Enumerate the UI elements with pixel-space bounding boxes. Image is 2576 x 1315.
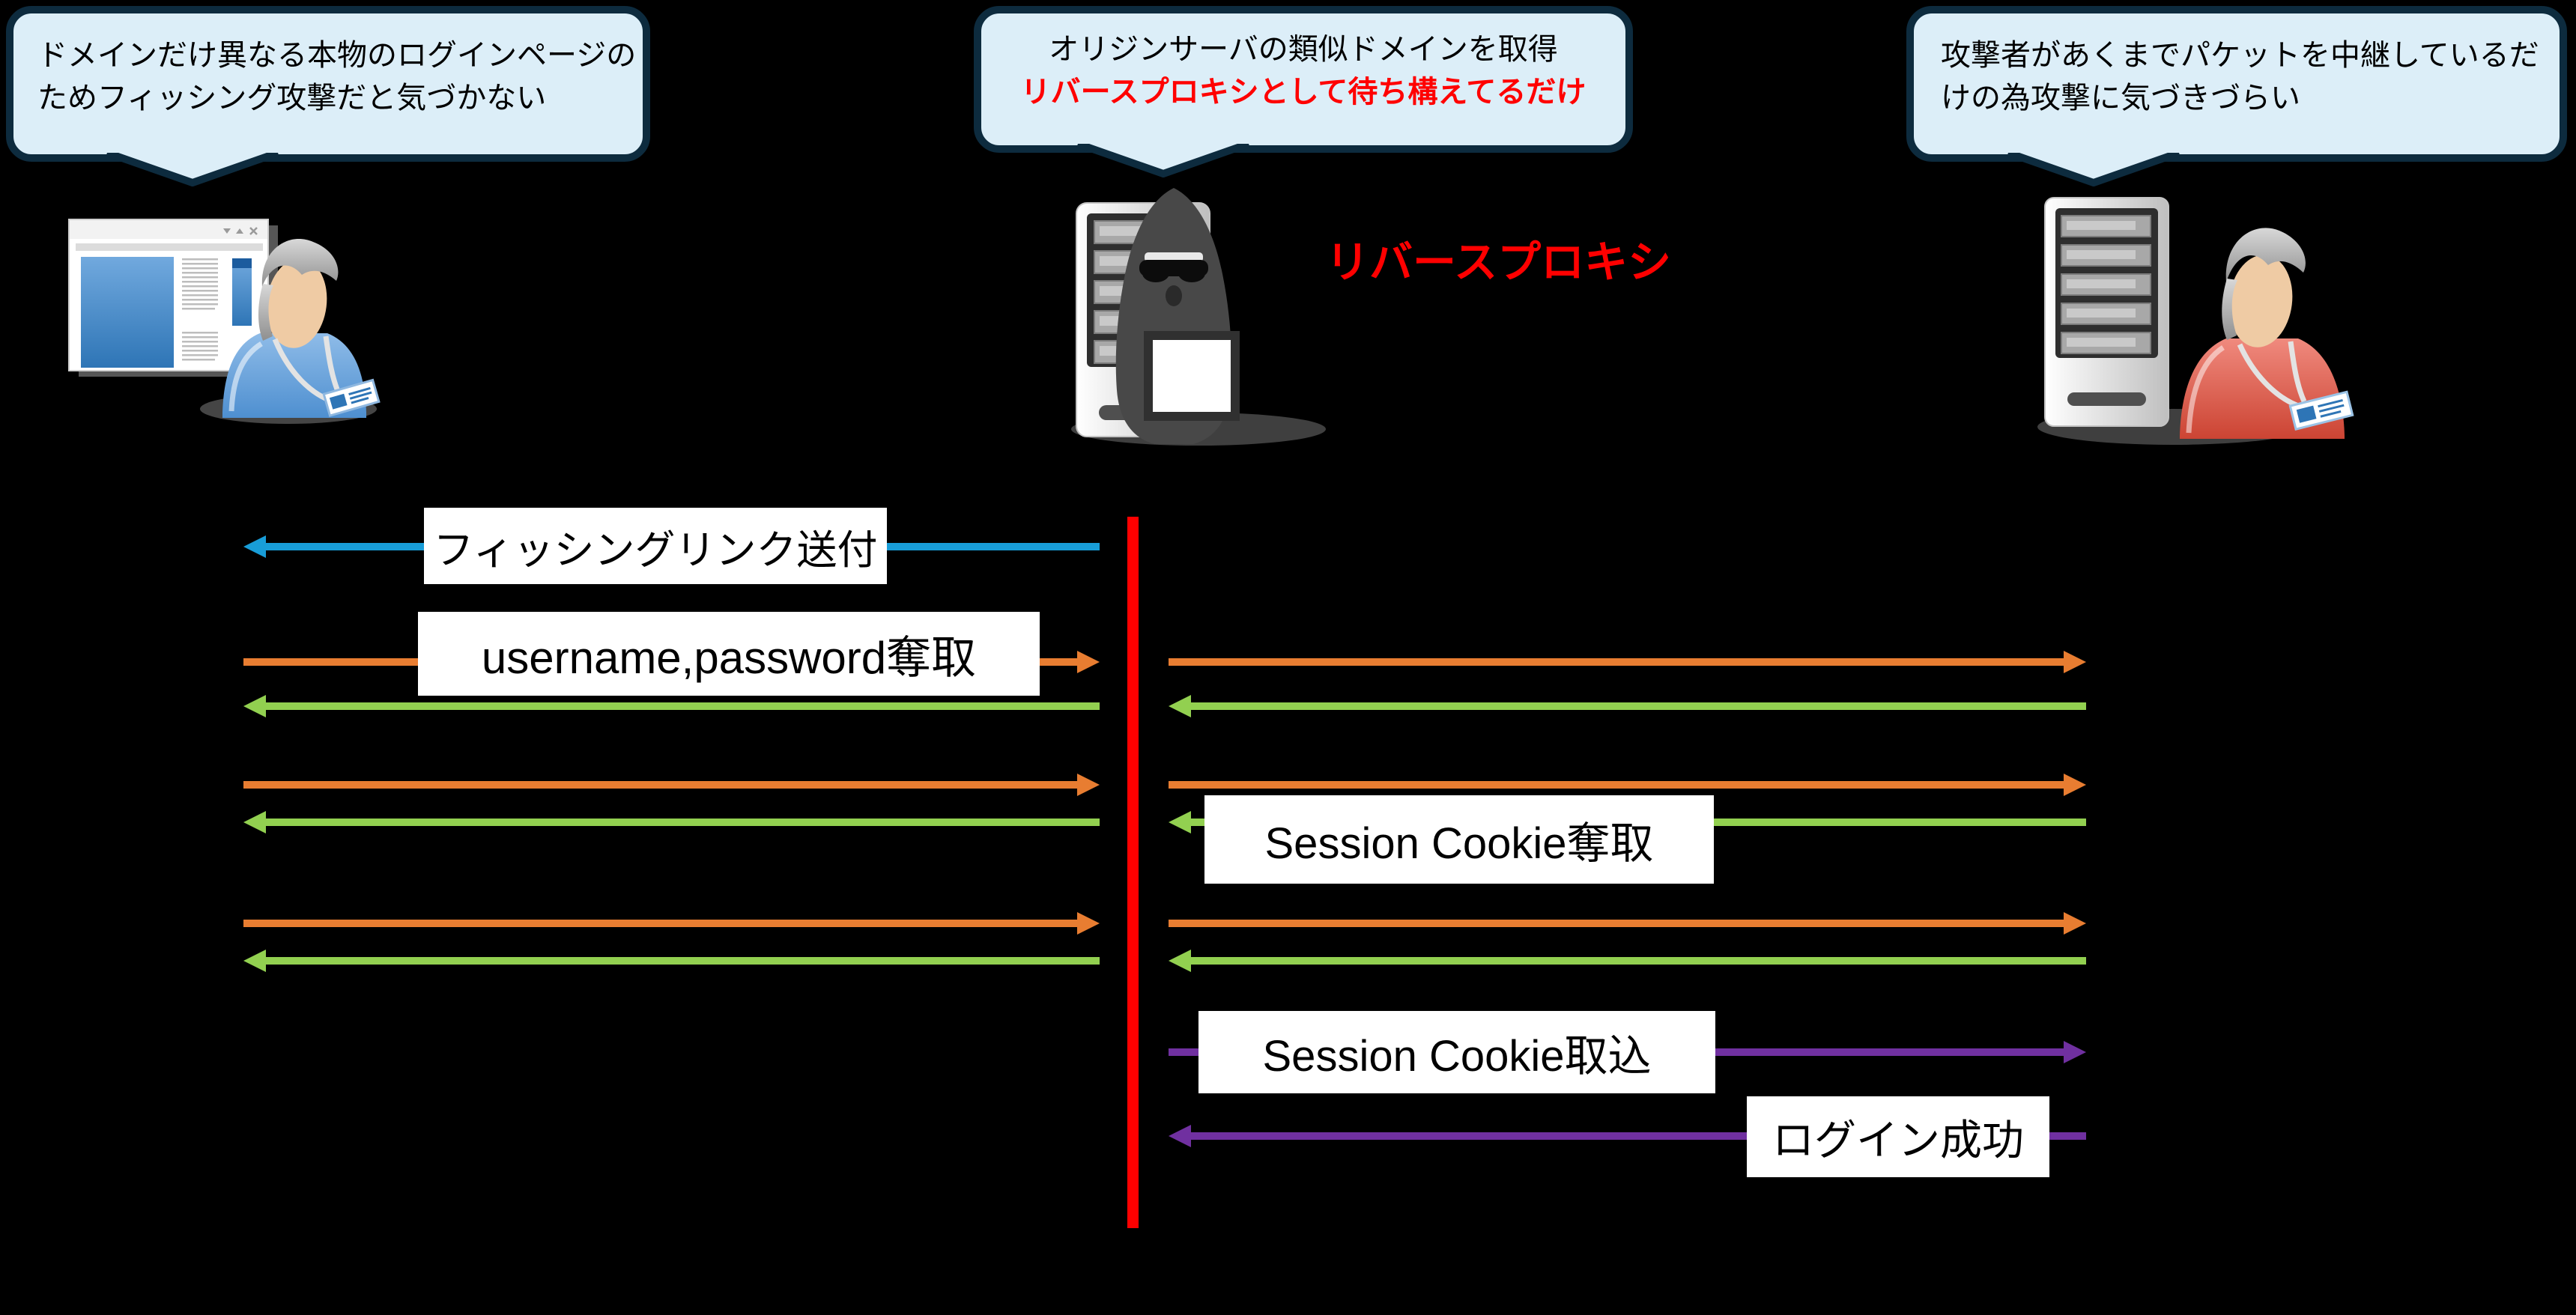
message-arrow-orange-10 [1169,774,2086,796]
user-with-browser-icon [68,219,381,424]
arrow-head-icon [2064,912,2086,935]
arrow-head-icon [2064,774,2086,796]
attacker-bubble-tail [1076,144,1250,177]
victim-user-icon [222,239,381,418]
hacker-face-band [1145,252,1203,262]
sunglasses-icon [1139,260,1208,282]
arrow-line [1169,920,2067,927]
arrow-head-icon [1169,950,1191,972]
message-arrow-orange-4 [243,774,1100,796]
origin-bubble-tail [2007,153,2180,186]
arrow-line [1188,702,2086,710]
attacker-callout-line2: リバースプロキシとして待ち構えてるだけ [1020,75,1586,109]
proxy-lifeline [1127,517,1139,1228]
arrow-line [263,957,1100,965]
arrow-head-icon [1077,774,1100,796]
victim-callout-line1: ドメインだけ異なる本物のログインページの [37,39,637,72]
session-cookie-steal-label: Session Cookie奪取 [1204,795,1714,884]
page-text-lines [182,258,218,361]
arrow-line [1169,781,2067,789]
arrow-head-icon [243,535,266,558]
hacker-with-server-icon [1071,188,1326,446]
origin-user-face [2228,255,2293,347]
message-arrow-orange-6 [243,912,1100,935]
arrow-head-icon [243,695,266,717]
victim-bubble-tail [106,153,279,186]
origin-callout-line2: けの為攻撃に気づきづらい [1941,81,2300,115]
origin-server-tower-icon [2044,197,2169,427]
victim-badge-icon [322,378,381,417]
victim-hair [261,239,339,287]
arrow-head-icon [1169,1125,1191,1147]
arrow-head-icon [1077,912,1100,935]
arrow-head-icon [1169,695,1191,717]
login-success-label: ログイン成功 [1747,1096,2049,1177]
server-with-user-icon [2037,197,2354,445]
arrow-head-icon [2064,1041,2086,1063]
message-arrow-green-3 [243,695,1100,717]
page-hero-block [81,257,174,368]
window-close-icon [249,227,258,235]
arrow-line [1188,1132,2086,1140]
credentials-theft-label: username,password奪取 [418,612,1040,696]
attacker-callout-line1: オリジンサーバの類似ドメインを取得 [1049,33,1558,66]
message-arrow-orange-12 [1169,912,2086,935]
arrow-line [263,819,1100,826]
victim-face [266,258,327,348]
arrow-line [243,920,1080,927]
reverse-proxy-label: リバースプロキシ [1326,238,1672,287]
arrow-head-icon [2064,651,2086,673]
hacker-chin [1166,285,1182,306]
victim-callout-line2: ためフィッシング攻撃だと気づかない [37,81,547,115]
message-arrow-green-9 [1169,695,2086,717]
arrow-line [243,781,1080,789]
phishing-link-label: フィッシングリンク送付 [424,508,887,584]
arrow-head-icon [1077,651,1100,673]
message-arrow-green-5 [243,811,1100,833]
laptop-icon [1144,331,1240,421]
arrow-head-icon [243,950,266,972]
page-sidebar-block [232,258,252,326]
message-arrow-green-13 [1169,950,2086,972]
victim-callout-bubble: ドメインだけ異なる本物のログインページの ためフィッシング攻撃だと気づかない [6,6,650,162]
address-bar [76,243,263,251]
origin-user-hair [2225,228,2306,282]
arrow-head-icon [1169,811,1191,833]
message-arrow-orange-8 [1169,651,2086,673]
window-maximize-icon [236,228,243,234]
origin-user-icon [2180,228,2354,439]
origin-user-badge-icon [2288,390,2354,431]
arrow-line [1188,957,2086,965]
message-arrow-green-7 [243,950,1100,972]
session-cookie-import-label: Session Cookie取込 [1198,1011,1715,1093]
window-minimize-icon [223,228,231,234]
hacker-icon [1115,188,1240,444]
message-arrow-purple-15 [1169,1125,2086,1147]
origin-callout-bubble: 攻撃者があくまでパケットを中継しているだ けの為攻撃に気づきづらい [1906,6,2567,162]
arrow-line [1169,658,2067,666]
arrow-head-icon [243,811,266,833]
origin-callout-line1: 攻撃者があくまでパケットを中継しているだ [1941,39,2539,72]
arrow-line [263,702,1100,710]
attacker-callout-bubble: オリジンサーバの類似ドメインを取得 リバースプロキシとして待ち構えてるだけ [974,6,1633,153]
